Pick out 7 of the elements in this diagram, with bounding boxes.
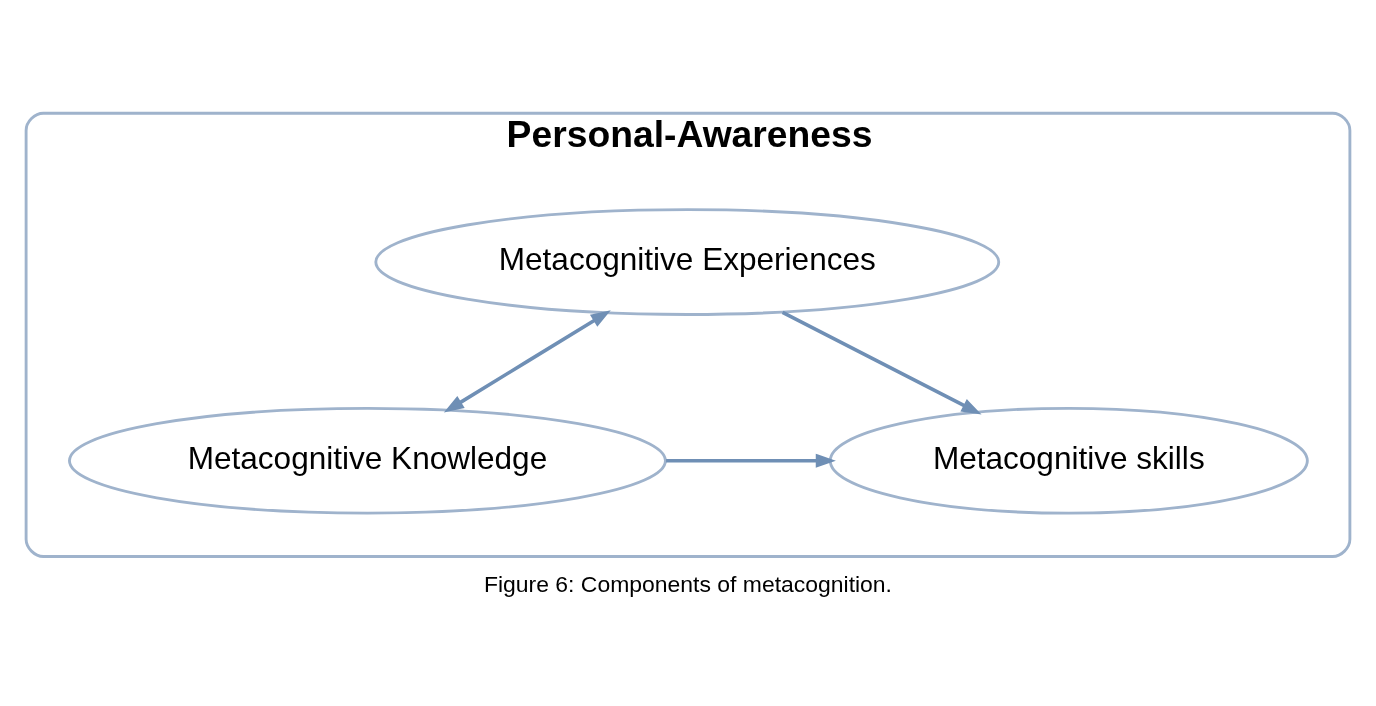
node-ellipse: Metacognitive Knowledge [68,406,667,515]
node-ellipse: Metacognitive Experiences [374,207,1001,316]
node-ellipse: Metacognitive skills [828,406,1309,515]
arrow [443,309,611,413]
arrow [666,453,836,468]
arrow [781,310,982,414]
caption: Figure 6: Components of metacognition. [483,570,893,597]
